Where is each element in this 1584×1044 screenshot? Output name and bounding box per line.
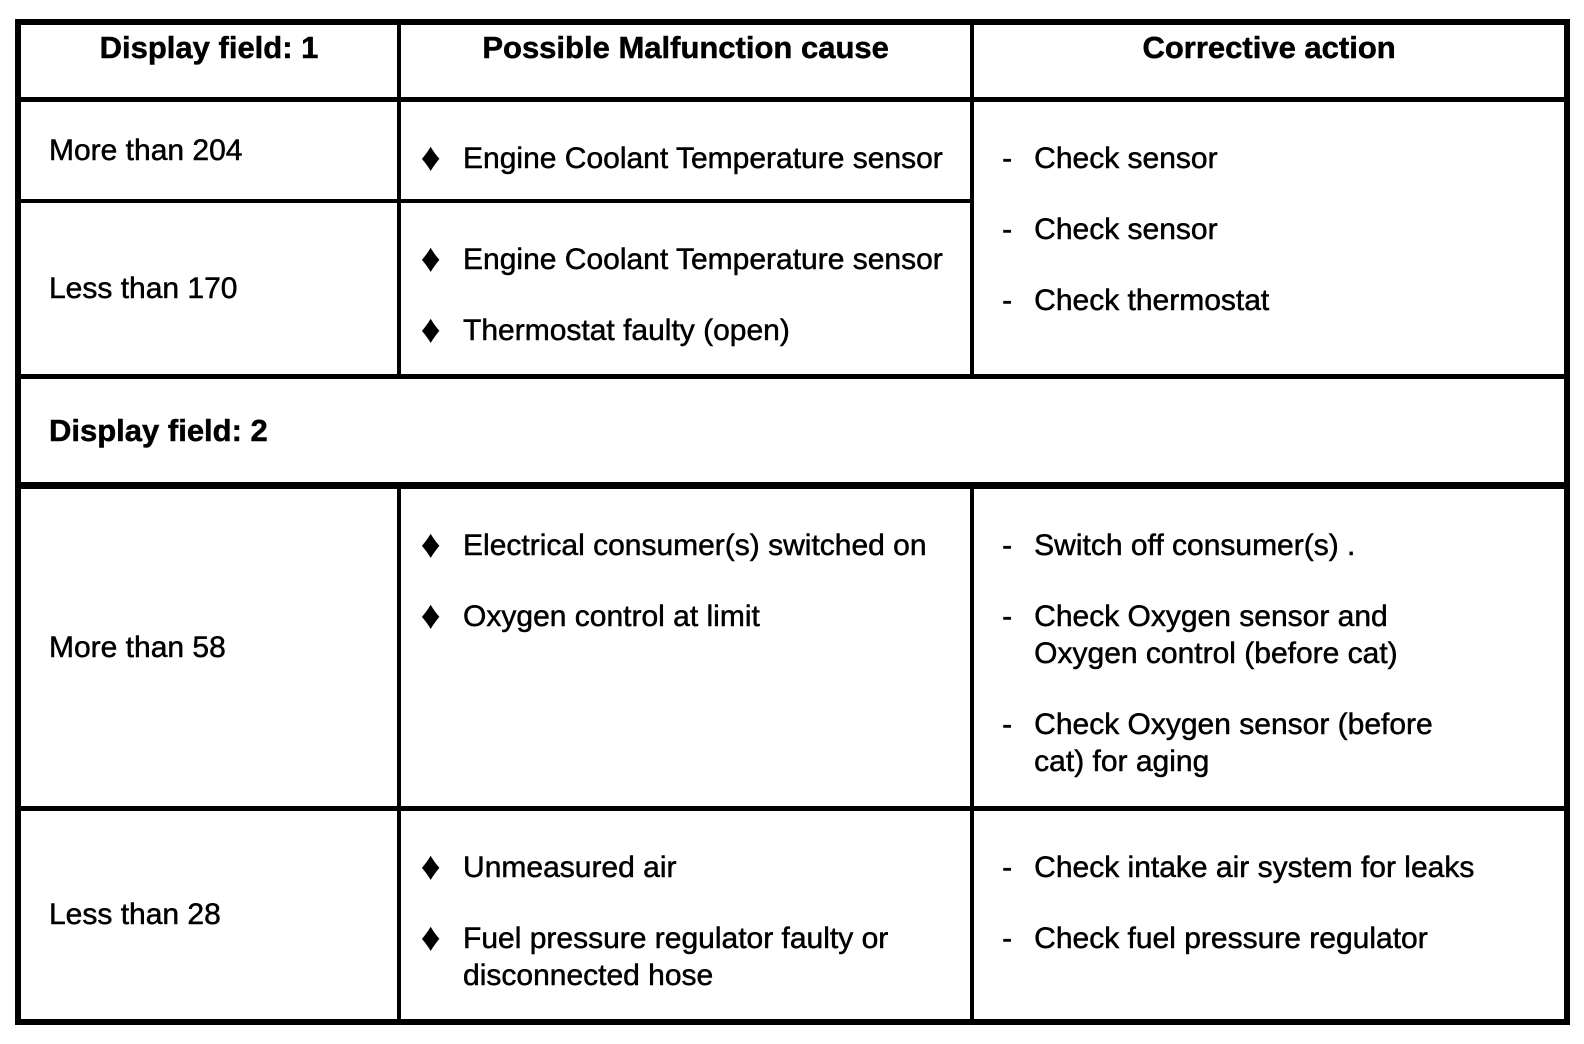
cause-text: Thermostat faulty (open): [463, 313, 790, 348]
dash-bullet-icon: -: [1002, 283, 1013, 318]
diamond-bullet-icon: ♦: [421, 136, 441, 179]
cause-item: ♦ Fuel pressure regulator faulty or disc…: [421, 916, 962, 994]
action-item: - Check Oxygen sensor (before cat) for a…: [1002, 706, 1556, 780]
cause-item: ♦ Engine Coolant Temperature sensor: [421, 237, 962, 280]
corrective-action-cell: - Check intake air system for leaks - Ch…: [970, 805, 1569, 1024]
display-value-cell: More than 58: [15, 483, 402, 811]
diamond-bullet-icon: ♦: [421, 523, 441, 566]
malfunction-cause-cell: ♦ Engine Coolant Temperature sensor ♦ Th…: [397, 198, 975, 379]
table-row: Less than 28 ♦ Unmeasured air ♦ Fuel pre…: [15, 805, 1569, 1024]
action-text: Check sensor: [1034, 212, 1218, 247]
action-text: Check fuel pressure regulator: [1034, 921, 1428, 955]
dash-bullet-icon: -: [1002, 921, 1013, 955]
diamond-bullet-icon: ♦: [421, 845, 441, 888]
dash-bullet-icon: -: [1002, 141, 1013, 176]
cause-text: Engine Coolant Temperature sensor: [463, 242, 943, 277]
dash-bullet-icon: -: [1002, 850, 1013, 884]
corrective-action-cell: - Switch off consumer(s) . - Check Oxyge…: [970, 483, 1569, 811]
malfunction-cause-cell: ♦ Electrical consumer(s) switched on ♦ O…: [397, 483, 975, 811]
malfunction-cause-cell: ♦ Engine Coolant Temperature sensor: [397, 97, 975, 203]
table-row: More than 204 ♦ Engine Coolant Temperatu…: [15, 97, 1569, 379]
header-row: Display field: 1 Possible Malfunction ca…: [15, 19, 1569, 102]
troubleshooting-table: Display field: 1 Possible Malfunction ca…: [15, 19, 1570, 1025]
action-text: Check sensor: [1034, 141, 1218, 176]
diamond-bullet-icon: ♦: [421, 308, 441, 351]
cause-item: ♦ Thermostat faulty (open): [421, 308, 962, 351]
dash-bullet-icon: -: [1002, 212, 1013, 247]
cause-item: ♦ Oxygen control at limit: [421, 594, 962, 637]
dash-bullet-icon: -: [1002, 528, 1013, 562]
diamond-bullet-icon: ♦: [421, 237, 441, 280]
section-divider-row: Display field: 2: [16, 373, 1569, 489]
action-text: Check Oxygen sensor (before cat) for agi…: [1034, 707, 1433, 778]
cause-text: Fuel pressure regulator faulty or discon…: [463, 921, 889, 992]
action-text: Check Oxygen sensor and Oxygen control (…: [1034, 599, 1398, 670]
action-text: Switch off consumer(s) .: [1034, 528, 1356, 562]
action-item: - Check thermostat: [1002, 282, 1556, 319]
corrective-action-cell: - Check sensor - Check sensor - Check th…: [970, 97, 1569, 379]
action-item: - Check intake air system for leaks: [1002, 849, 1556, 886]
diamond-bullet-icon: ♦: [421, 594, 441, 637]
header-display-field-1: Display field: 1: [15, 19, 402, 102]
dash-bullet-icon: -: [1002, 599, 1013, 633]
action-text: Check intake air system for leaks: [1034, 850, 1475, 884]
table-row: More than 58 ♦ Electrical consumer(s) sw…: [15, 483, 1569, 811]
dash-bullet-icon: -: [1002, 707, 1013, 741]
malfunction-cause-cell: ♦ Unmeasured air ♦ Fuel pressure regulat…: [397, 805, 975, 1024]
action-item: - Check Oxygen sensor and Oxygen control…: [1002, 598, 1556, 672]
cause-item: ♦ Engine Coolant Temperature sensor: [421, 136, 962, 179]
table-row: Less than 170 ♦ Engine Coolant Temperatu…: [15, 198, 1567, 379]
header-possible-malfunction-cause: Possible Malfunction cause: [397, 19, 975, 102]
action-item: - Switch off consumer(s) .: [1002, 527, 1556, 564]
cause-item: ♦ Electrical consumer(s) switched on: [421, 523, 962, 566]
display-value-cell: Less than 28: [15, 805, 402, 1024]
section-label-cell: Display field: 2: [16, 373, 1569, 489]
display-value-cell: More than 204: [15, 97, 402, 203]
diamond-bullet-icon: ♦: [421, 916, 441, 959]
cause-text: Unmeasured air: [463, 850, 677, 884]
cause-text: Engine Coolant Temperature sensor: [463, 141, 943, 176]
action-item: - Check sensor: [1002, 211, 1556, 248]
action-item: - Check fuel pressure regulator: [1002, 920, 1556, 957]
action-item: - Check sensor: [1002, 140, 1556, 177]
cause-item: ♦ Unmeasured air: [421, 845, 962, 888]
cause-text: Electrical consumer(s) switched on: [463, 528, 927, 562]
header-corrective-action: Corrective action: [970, 19, 1569, 102]
action-text: Check thermostat: [1034, 283, 1270, 318]
display-value-cell: Less than 170: [15, 198, 402, 379]
cause-text: Oxygen control at limit: [463, 599, 760, 633]
